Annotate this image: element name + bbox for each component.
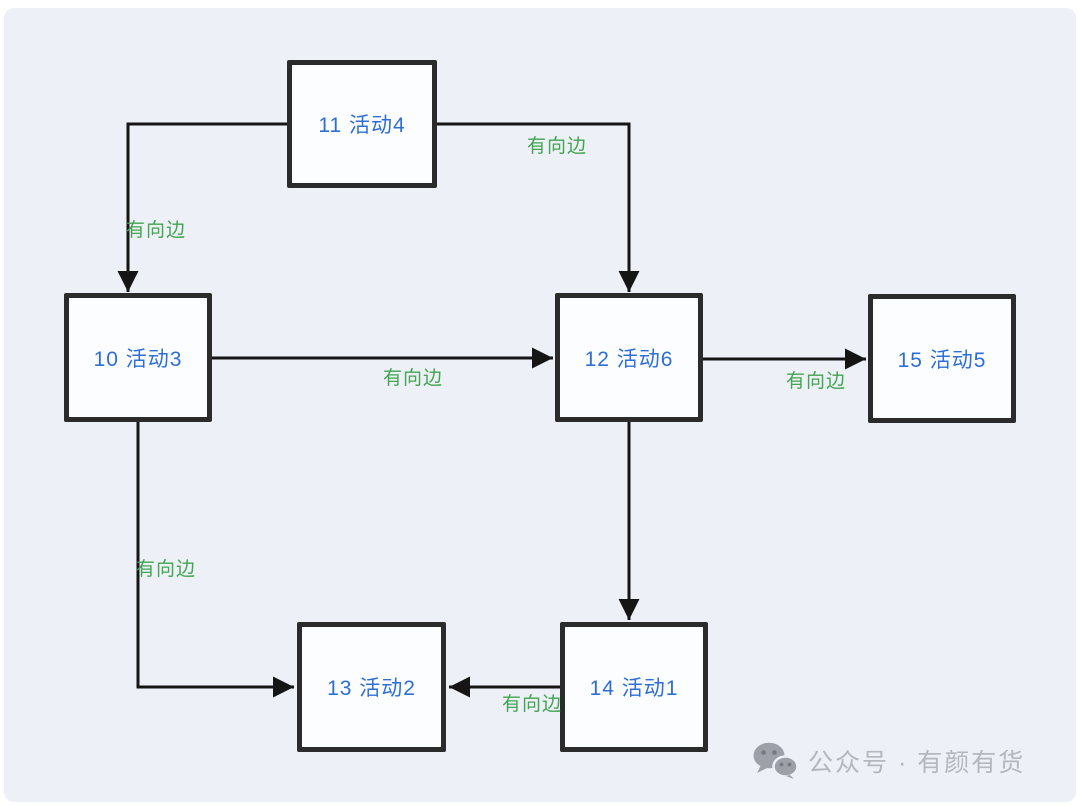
- edge-label-11-12: 有向边: [527, 136, 588, 157]
- watermark-text: 公众号 · 有颜有货: [808, 748, 1026, 777]
- node-13-activity2: 13 活动2: [297, 622, 446, 752]
- edge-label-10-13: 有向边: [136, 559, 197, 580]
- edge-label-14-13: 有向边: [502, 694, 563, 715]
- node-label: 11 活动4: [318, 114, 406, 137]
- node-label: 12 活动6: [584, 347, 674, 371]
- node-label: 10 活动3: [93, 347, 183, 371]
- node-14-activity1: 14 活动1: [560, 622, 708, 752]
- edge-label-11-10: 有向边: [126, 220, 187, 241]
- wechat-icon: [753, 742, 798, 779]
- edge-label-12-15: 有向边: [786, 371, 847, 392]
- node-12-activity6: 12 活动6: [555, 293, 703, 422]
- watermark: 公众号 · 有颜有货: [752, 742, 1025, 779]
- node-label: 13 活动2: [327, 677, 416, 700]
- node-label: 15 活动5: [897, 348, 987, 372]
- node-10-activity3: 10 活动3: [64, 293, 212, 422]
- node-label: 14 活动1: [589, 677, 679, 700]
- edge-label-10-12: 有向边: [383, 368, 444, 389]
- node-15-activity5: 15 活动5: [868, 294, 1016, 423]
- node-11-activity4: 11 活动4: [287, 60, 437, 188]
